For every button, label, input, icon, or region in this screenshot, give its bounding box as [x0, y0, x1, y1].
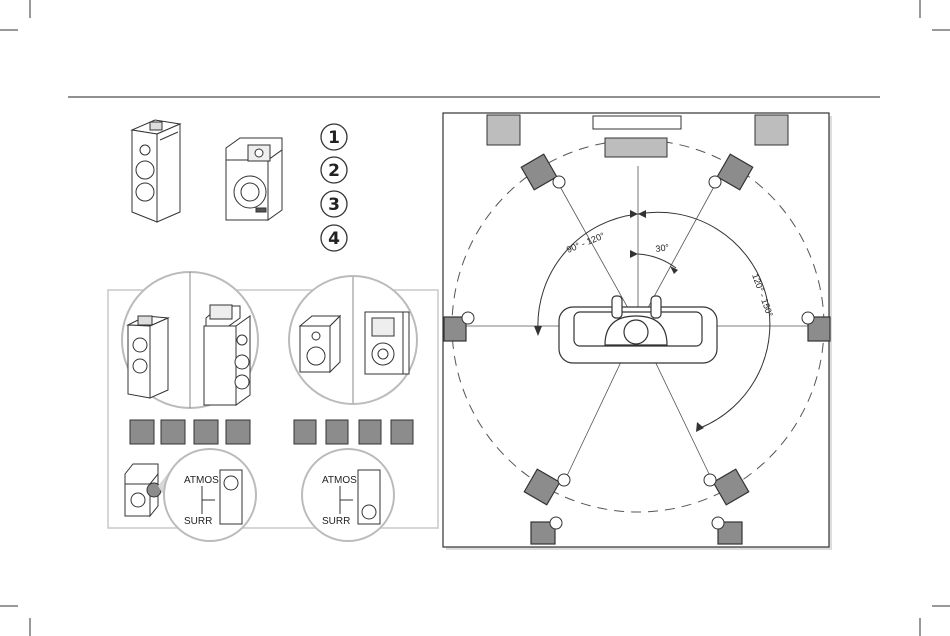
svg-text:1: 1 [328, 128, 340, 148]
floorstanding-placement-zoom [122, 272, 258, 408]
svg-text:3: 3 [328, 195, 340, 215]
front-left-height-speaker [487, 115, 520, 145]
floorstanding-speaker-illustration [132, 120, 180, 222]
numbered-steps: 1 2 3 4 [321, 124, 347, 251]
step-1-badge: 1 [321, 124, 347, 150]
step-2-badge: 2 [321, 157, 347, 183]
surr-label: SURR [184, 516, 212, 527]
screen [593, 116, 681, 129]
switch-zoom-atmos-position: ATMOS SURR [164, 449, 256, 541]
svg-text:4: 4 [328, 229, 340, 249]
wall-placement-zoom [289, 276, 417, 404]
elevation-speaker-illustration [226, 138, 282, 220]
swatch-row-right [294, 420, 413, 444]
room-layout: 90° - 120° 30° 120° - 150° [443, 113, 832, 550]
swatch-row-left [130, 420, 250, 444]
front-right-height-speaker [755, 115, 788, 145]
step-4-badge: 4 [321, 225, 347, 251]
svg-text:2: 2 [328, 161, 340, 181]
center-speaker [605, 138, 667, 157]
front-angle-label: 30° [655, 242, 670, 254]
step-3-badge: 3 [321, 191, 347, 217]
switch-zoom-surround-position: ATMOS SURR [302, 449, 394, 541]
atmos-label-2: ATMOS [322, 475, 357, 486]
surr-label-2: SURR [322, 516, 350, 527]
atmos-label: ATMOS [184, 475, 219, 486]
